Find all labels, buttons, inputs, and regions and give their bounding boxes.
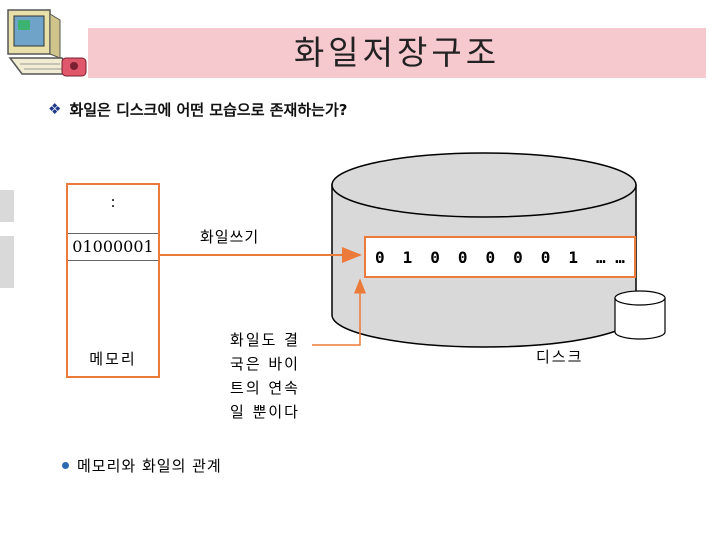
side-tab-lower: [0, 236, 14, 288]
memory-byte-value: 01000001: [68, 233, 158, 261]
question-text: 화일은 디스크에 어떤 모습으로 존재하는가?: [69, 100, 348, 119]
bit-value: 0: [457, 247, 468, 267]
note-line: 일 뿐이다: [230, 403, 300, 421]
memory-ellipsis: :: [110, 193, 116, 211]
disk-bit-sequence: 0 1 0 0 0 0 0 1 … …: [364, 236, 636, 278]
title-banner: [88, 28, 706, 78]
caption-bullet-icon: [62, 462, 69, 469]
bit-value: 1: [568, 247, 578, 267]
side-tab-upper: [0, 190, 14, 222]
page-title: 화일저장구조: [293, 33, 501, 72]
note-text: 화일도 결 국은 바이 트의 연속 일 뿐이다: [220, 328, 310, 424]
diamond-bullet-icon: ❖: [48, 100, 62, 118]
bit-value: 1: [402, 247, 413, 267]
computer-clipart-icon: [7, 9, 87, 77]
bit-value: 0: [513, 247, 523, 267]
note-line: 화일도 결: [230, 331, 300, 349]
small-disk-top: [614, 290, 666, 306]
figure-caption: 메모리와 화일의 관계: [62, 455, 222, 476]
note-pointer-arrow: [312, 278, 366, 346]
phone-dial: [70, 62, 78, 70]
question-bullet: ❖ 화일은 디스크에 어떤 모습으로 존재하는가?: [48, 97, 347, 121]
small-disk-body: [614, 297, 666, 340]
bit-ellipsis: … …: [595, 247, 625, 267]
disk-cylinder-top: [331, 152, 637, 218]
memory-label: 메모리: [89, 350, 137, 368]
bit-value: 0: [430, 247, 440, 267]
caption-text: 메모리와 화일의 관계: [77, 457, 222, 475]
note-line: 트의 연속: [230, 379, 300, 397]
disk-label: 디스크: [536, 348, 584, 366]
write-file-label: 화일쓰기: [200, 228, 260, 246]
screen-window: [18, 20, 30, 30]
bit-value: 0: [485, 247, 496, 267]
memory-box: [66, 183, 160, 378]
bit-value: 0: [374, 247, 385, 267]
note-line: 국은 바이: [230, 355, 300, 373]
bit-value: 0: [540, 247, 551, 267]
